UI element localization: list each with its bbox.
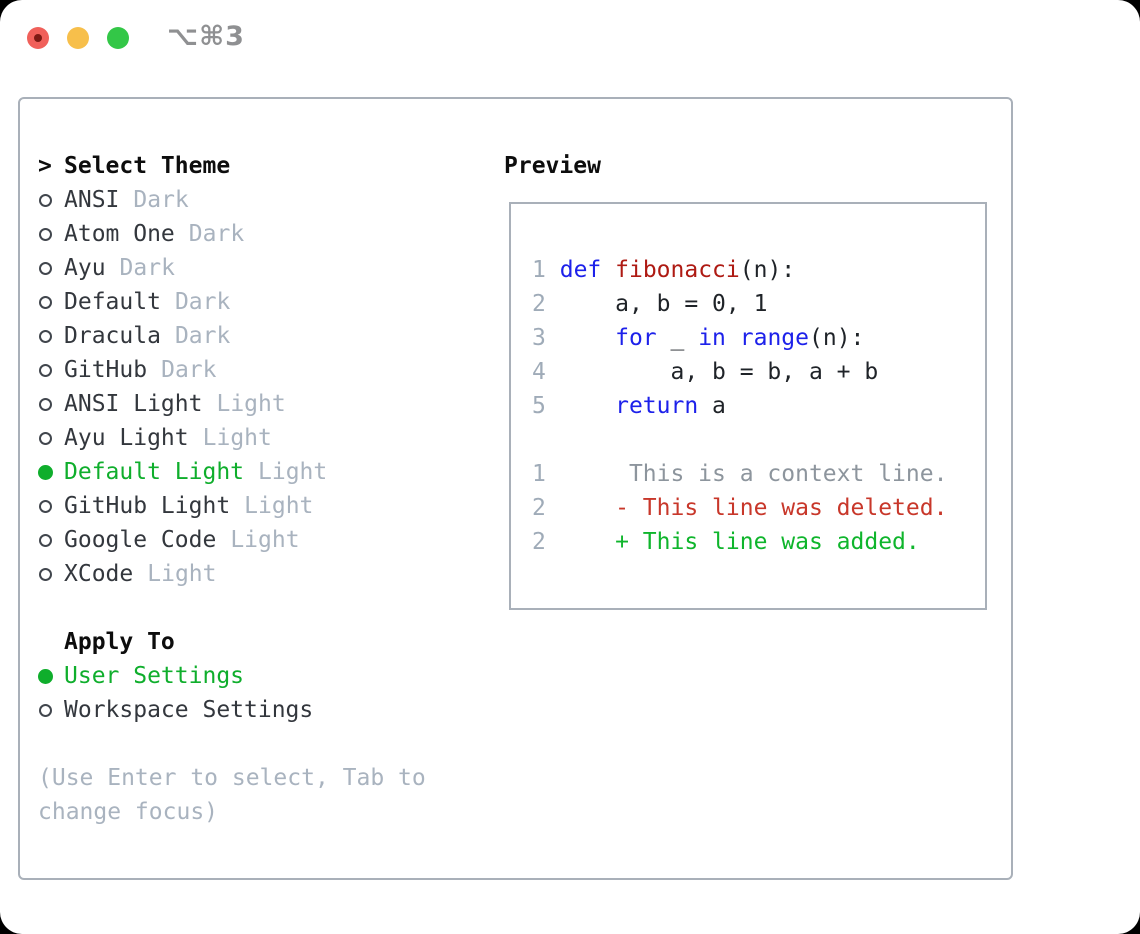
radio-unselected-icon [38,499,64,513]
zoom-button[interactable] [107,27,129,49]
hint-line-1: (Use Enter to select, Tab to [38,765,426,791]
radio-unselected-icon [38,533,64,547]
radio-unselected-icon [38,363,64,377]
hint-line-2: change focus) [38,799,219,825]
radio-unselected-icon [38,227,64,241]
line-number: 2 [532,291,546,317]
preview-code-line: 5 return a [532,393,726,419]
radio-unselected-icon [38,193,64,207]
line-number: 1 [532,257,546,283]
preview-code-line: 3 for _ in range(n): [532,325,865,351]
line-number: 2 [532,529,546,555]
select-theme-header: > Select Theme [38,149,426,183]
radio-unselected-icon [38,397,64,411]
preview-code-line: 1 def fibonacci(n): [532,257,796,283]
preview-diff-context-line: 1 This is a context line. [532,461,948,487]
apply-to-title: Apply To [64,629,175,655]
radio-unselected-icon [38,431,64,445]
window-title-shortcut: ⌥⌘3 [167,21,245,52]
line-number: 5 [532,393,546,419]
radio-selected-icon [38,464,64,480]
radio-unselected-icon [38,329,64,343]
preview-code-line: 2 a, b = 0, 1 [532,291,768,317]
spacer [38,591,426,625]
apply-to-header: Apply To [38,625,426,659]
preview-diff-deleted-line: 2 - This line was deleted. [532,495,948,521]
radio-unselected-icon [38,295,64,309]
preview-blank-line [532,423,985,457]
titlebar: ⌥⌘3 [0,0,1140,76]
line-number: 4 [532,359,546,385]
radio-selected-icon [38,668,64,684]
select-theme-title: Select Theme [64,153,231,179]
line-number: 2 [532,495,546,521]
radio-unselected-icon [38,567,64,581]
radio-unselected-icon [38,261,64,275]
minimize-button[interactable] [67,27,89,49]
cursor-prefix: > [38,153,52,179]
close-button[interactable] [27,27,49,49]
line-number: 1 [532,461,546,487]
apply-option-workspace-settings[interactable]: Workspace Settings [38,693,426,727]
preview-code-box: 1 def fibonacci(n): 2 a, b = 0, 1 3 for … [509,202,987,610]
radio-unselected-icon [38,703,64,717]
apply-option-user-settings[interactable]: User Settings [38,659,426,693]
preview-diff-added-line: 2 + This line was added. [532,529,920,555]
preview-code-line: 4 a, b = b, a + b [532,359,879,385]
spacer [38,727,426,761]
line-number: 3 [532,325,546,351]
preview-title: Preview [504,153,601,179]
